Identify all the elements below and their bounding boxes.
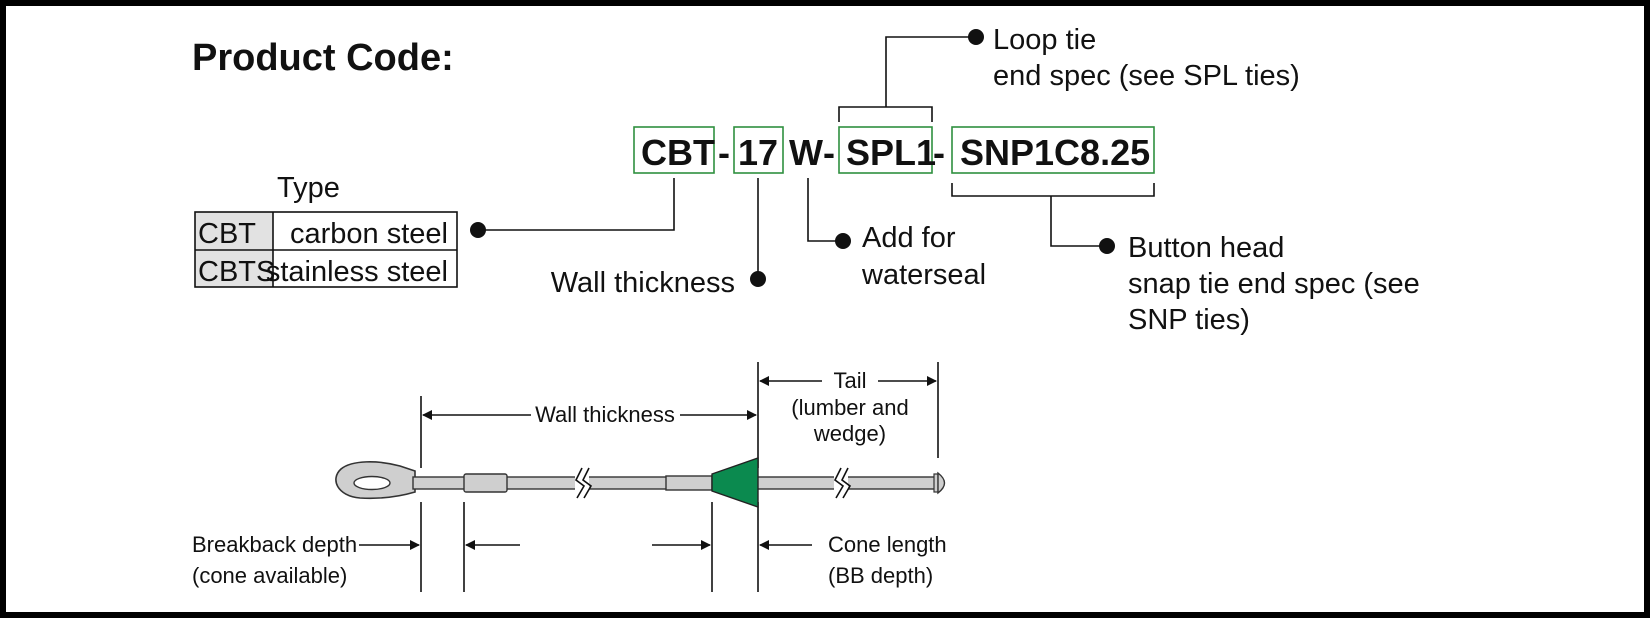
wall-thickness-label: Wall thickness	[551, 267, 735, 299]
snap-code-box	[951, 126, 1155, 174]
breakback-label-1: Breakback depth	[192, 532, 357, 557]
type-code: CBT	[641, 132, 715, 173]
button-head-label-3: SNP ties)	[1128, 304, 1250, 336]
loop-tie-label-1: Loop tie	[993, 24, 1096, 56]
tail-label-1: Tail	[833, 368, 866, 393]
loop-code: SPL1	[846, 132, 936, 173]
waterseal-label-1: Add for	[862, 222, 956, 254]
type-row-desc: stainless steel	[266, 256, 448, 288]
wall-thickness-callout: Wall thickness	[551, 178, 766, 299]
product-code: CBT - 17 W - SPL1 - SNP1C8.25	[633, 126, 1155, 174]
type-row-code: CBT	[198, 218, 256, 250]
button-head-label-1: Button head	[1128, 232, 1284, 264]
cone-length-label-2: (BB depth)	[828, 563, 933, 588]
page-title: Product Code:	[192, 37, 454, 79]
type-row-desc: carbon steel	[290, 218, 448, 250]
button-head-callout: Button head snap tie end spec (see SNP t…	[951, 183, 1420, 336]
breakback-label-2: (cone available)	[192, 563, 347, 588]
cone	[711, 457, 759, 508]
type-table-heading: Type	[277, 172, 340, 204]
loop-tie-label-2: end spec (see SPL ties)	[993, 60, 1300, 92]
separator: -	[823, 132, 835, 173]
cone-length-label-1: Cone length	[828, 532, 947, 557]
loop-tie-callout: Loop tie end spec (see SPL ties)	[838, 24, 1300, 122]
separator: -	[933, 132, 945, 173]
cone-sleeve	[665, 475, 713, 491]
button-head-label-2: snap tie end spec (see	[1128, 268, 1420, 300]
separator: -	[718, 132, 730, 173]
wall-thickness-dimension-label: Wall thickness	[535, 402, 675, 427]
waterseal-callout: Add for waterseal	[807, 178, 986, 291]
type-row-code: CBTS	[198, 256, 275, 288]
type-table: Type CBT carbon steel CBTS stainless ste…	[194, 172, 675, 288]
snap-code: SNP1C8.25	[960, 132, 1150, 173]
type-code-box	[633, 126, 715, 174]
tail-label-2: (lumber and	[791, 395, 908, 420]
wall-code: 17	[738, 132, 778, 173]
waterseal-label-2: waterseal	[861, 259, 986, 291]
tail-label-3: wedge)	[813, 421, 886, 446]
waterseal-code: W	[789, 132, 823, 173]
loop-code-box	[838, 126, 933, 174]
tie-drawing: Wall thickness Tail (lumber and wedge)	[192, 362, 947, 592]
wall-code-box	[733, 126, 784, 174]
breakback-sleeve	[463, 473, 508, 493]
